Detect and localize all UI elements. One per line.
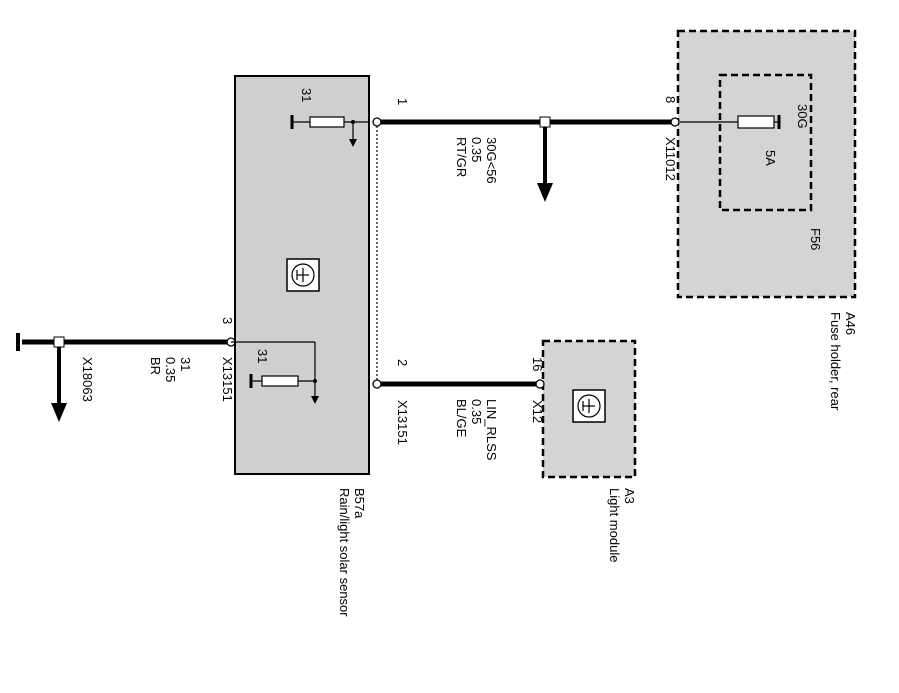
pin-2: 2 (395, 359, 410, 366)
pin-8: 8 (663, 96, 678, 103)
power-gauge: 0.35 (469, 137, 484, 162)
sensor-name: Rain/light solar sensor (337, 488, 352, 617)
ground-splice (53, 336, 65, 348)
connector-x13151-bottom: X13151 (395, 400, 410, 445)
fuse-holder-id: A46 (843, 312, 858, 335)
power-signal: 30G<56 (484, 137, 499, 184)
pin-31-bottom: 31 (255, 349, 270, 363)
ground-color: BR (148, 357, 163, 375)
lin-gauge: 0.35 (469, 399, 484, 424)
ground-gauge: 0.35 (163, 357, 178, 382)
lin-signal: LIN_RLSS (484, 399, 499, 461)
sensor-ground-top (290, 115, 370, 147)
sensor-ground-bottom (231, 341, 319, 404)
sensor-control-unit-icon (286, 258, 320, 292)
fuse-symbol (680, 115, 781, 129)
light-pin16-node (535, 379, 545, 389)
light-module-id: A3 (622, 488, 637, 504)
fuse-rating: 5A (763, 150, 778, 166)
light-module-name: Light module (607, 488, 622, 562)
sensor-pin2-node (372, 379, 382, 389)
pin-1: 1 (395, 98, 410, 105)
fuse-terminal: 30G (795, 104, 810, 129)
fuse-pin8-node (670, 117, 680, 127)
power-branch-arrow (537, 183, 553, 202)
pin-3: 3 (220, 317, 235, 324)
light-module-icon (572, 389, 606, 423)
power-color: RT/GR (454, 137, 469, 177)
fuse-box (718, 73, 813, 212)
connector-x18063: X18063 (80, 357, 95, 402)
connector-x11012: X11012 (663, 137, 678, 181)
lin-color: BL/GE (454, 399, 469, 438)
fuse-holder-name: Fuse holder, rear (828, 312, 843, 411)
ground-branch-arrow (51, 403, 67, 422)
connector-x13151-top: X13151 (220, 357, 235, 402)
ground-signal: 31 (178, 357, 193, 371)
sensor-pin1-node (372, 117, 382, 127)
connector-x12: X12 (530, 400, 545, 423)
power-splice (539, 116, 551, 128)
pin-31-top: 31 (299, 88, 314, 102)
fuse-id: F56 (808, 228, 823, 250)
sensor-id: B57a (352, 488, 367, 519)
pin-16: 16 (530, 357, 545, 371)
